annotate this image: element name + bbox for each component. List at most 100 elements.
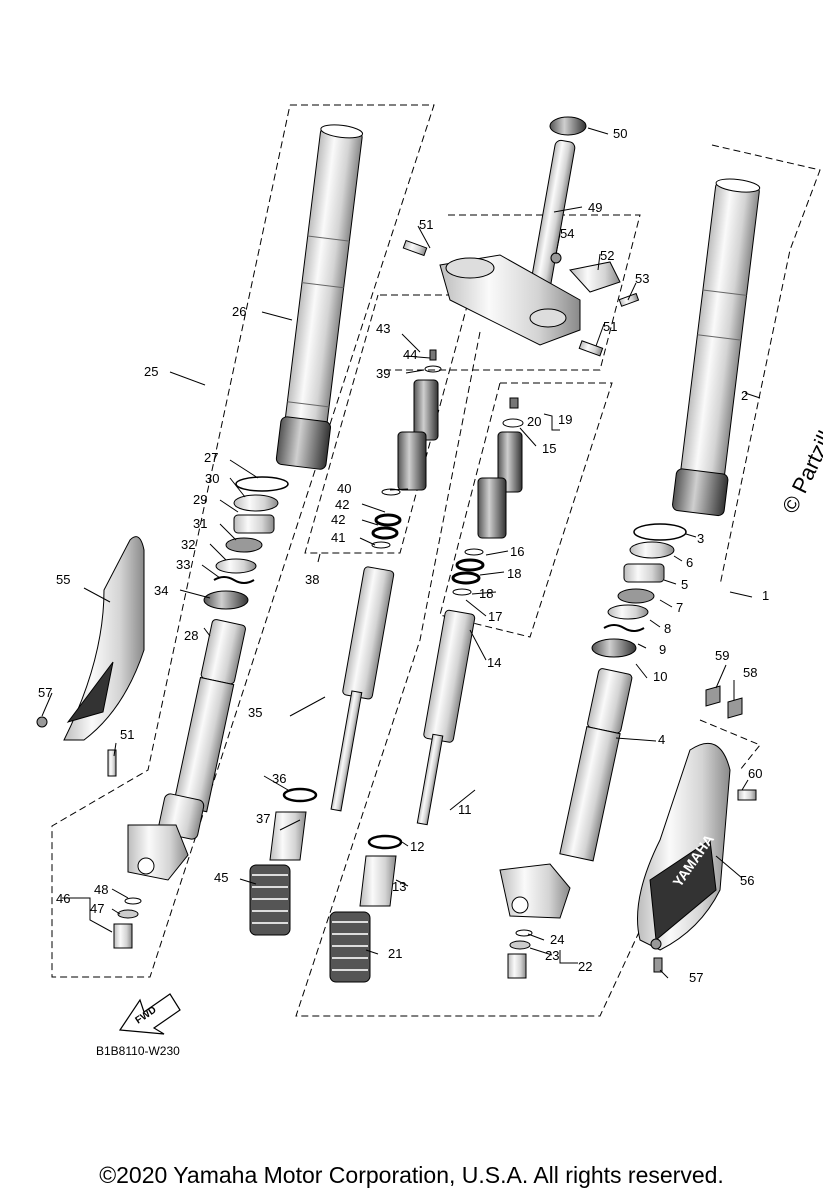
left-fork-assembly xyxy=(107,124,364,949)
callout-38: 38 xyxy=(305,572,319,587)
left-o-ring-27 xyxy=(235,476,289,492)
callout-13: 13 xyxy=(392,879,406,894)
fwd-arrow-icon: FWD xyxy=(118,993,181,1035)
callout-50: 50 xyxy=(613,126,627,141)
callout-56: 56 xyxy=(740,873,754,888)
callout-36: 36 xyxy=(272,771,286,786)
right-washer-7 xyxy=(617,588,655,604)
callout-1: 1 xyxy=(762,588,769,603)
bracket-bolt-51 xyxy=(402,239,428,257)
bolt-60 xyxy=(737,789,757,801)
callout-5: 5 xyxy=(681,577,688,592)
callout-10: 10 xyxy=(653,669,667,684)
left-bushing-29 xyxy=(233,514,275,534)
callout-12: 12 xyxy=(410,839,424,854)
bracket-bolt-51-right xyxy=(578,340,604,357)
left-oil-seal-32 xyxy=(215,558,257,574)
bearing-50 xyxy=(549,116,587,136)
right-o-ring-12 xyxy=(367,834,403,850)
callout-28: 28 xyxy=(184,628,198,643)
callout-44: 44 xyxy=(403,347,417,362)
right-axle-holder xyxy=(499,863,571,919)
callout-26: 26 xyxy=(232,304,246,319)
partzilla-watermark: © Partzilla xyxy=(777,415,823,517)
left-fork-guard-55 xyxy=(36,536,145,741)
left-o-ring-36 xyxy=(282,787,318,803)
callout-2: 2 xyxy=(741,388,748,403)
callout-47: 47 xyxy=(90,901,104,916)
callout-23: 23 xyxy=(545,948,559,963)
right-bolt-57 xyxy=(653,957,663,973)
callout-25: 25 xyxy=(144,364,158,379)
assembly-boundaries xyxy=(51,104,821,1017)
callout-19: 19 xyxy=(558,412,572,427)
right-collar-13 xyxy=(359,855,397,907)
left-washer-31 xyxy=(225,537,263,553)
callout-15: 15 xyxy=(542,441,556,456)
fork-exploded-diagram: YAMAHA xyxy=(36,104,823,1058)
right-damper-cartridge-14 xyxy=(451,397,524,596)
callout-34: 34 xyxy=(154,583,168,598)
bolt-54 xyxy=(550,252,562,264)
callout-18: 18 xyxy=(507,566,521,581)
right-o-ring-3 xyxy=(633,523,687,541)
right-washer-23 xyxy=(509,940,531,950)
callout-27: 27 xyxy=(204,450,218,465)
callout-33: 33 xyxy=(176,557,190,572)
callout-7: 7 xyxy=(676,600,683,615)
callout-31: 31 xyxy=(193,516,207,531)
callout-16: 16 xyxy=(510,544,524,559)
callout-20: 20 xyxy=(527,414,541,429)
right-spring-21 xyxy=(329,911,371,983)
callout-37: 37 xyxy=(256,811,270,826)
left-spring-45 xyxy=(249,864,291,936)
copyright-notice: ©2020 Yamaha Motor Corporation, U.S.A. A… xyxy=(99,1162,724,1188)
left-o-ring-48 xyxy=(124,897,142,905)
left-outer-tube xyxy=(275,124,364,470)
diagram-code: B1B8110-W230 xyxy=(96,1044,180,1058)
callout-21: 21 xyxy=(388,946,402,961)
left-axle-holder xyxy=(127,824,189,881)
left-damper-rod-35 xyxy=(330,566,395,812)
right-inner-tube-4 xyxy=(559,668,633,862)
callout-14: 14 xyxy=(487,655,501,670)
callout-43: 43 xyxy=(376,321,390,336)
callout-32: 32 xyxy=(181,537,195,552)
callout-29: 29 xyxy=(193,492,207,507)
callout-51-left: 51 xyxy=(120,727,134,742)
callout-39: 39 xyxy=(376,366,390,381)
right-damper-rod-11 xyxy=(416,609,476,826)
callout-22: 22 xyxy=(578,959,592,974)
callout-55: 55 xyxy=(56,572,70,587)
callout-59: 59 xyxy=(715,648,729,663)
callout-52: 52 xyxy=(600,248,614,263)
callout-11: 11 xyxy=(458,802,472,817)
right-bushing-5 xyxy=(623,563,665,583)
callout-53: 53 xyxy=(635,271,649,286)
right-outer-tube xyxy=(672,178,761,517)
left-dust-seal-34 xyxy=(203,590,249,610)
right-bolt-22 xyxy=(507,953,527,979)
callout-48: 48 xyxy=(94,882,108,897)
cable-guide-52 xyxy=(569,261,621,293)
right-dust-seal-10 xyxy=(591,638,637,658)
clip-58 xyxy=(727,697,743,719)
callout-8: 8 xyxy=(664,621,671,636)
callout-40: 40 xyxy=(337,481,351,496)
callout-9: 9 xyxy=(659,642,666,657)
callout-labels: 50 49 51 54 52 53 51 43 44 39 26 25 27 3… xyxy=(38,126,769,985)
bolt-53 xyxy=(618,292,640,307)
callout-57-right: 57 xyxy=(689,970,703,985)
left-bushing-30 xyxy=(233,494,279,512)
left-bolt-46 xyxy=(113,923,133,949)
left-inner-tube-28 xyxy=(158,619,246,840)
right-clip-9 xyxy=(603,624,645,632)
callout-54: 54 xyxy=(560,226,574,241)
left-washer-47 xyxy=(117,909,139,919)
callout-41: 41 xyxy=(331,530,345,545)
right-fork-assembly xyxy=(499,178,761,979)
callout-45: 45 xyxy=(214,870,228,885)
callout-35: 35 xyxy=(248,705,262,720)
left-collar-37 xyxy=(269,811,307,861)
callout-30: 30 xyxy=(205,471,219,486)
